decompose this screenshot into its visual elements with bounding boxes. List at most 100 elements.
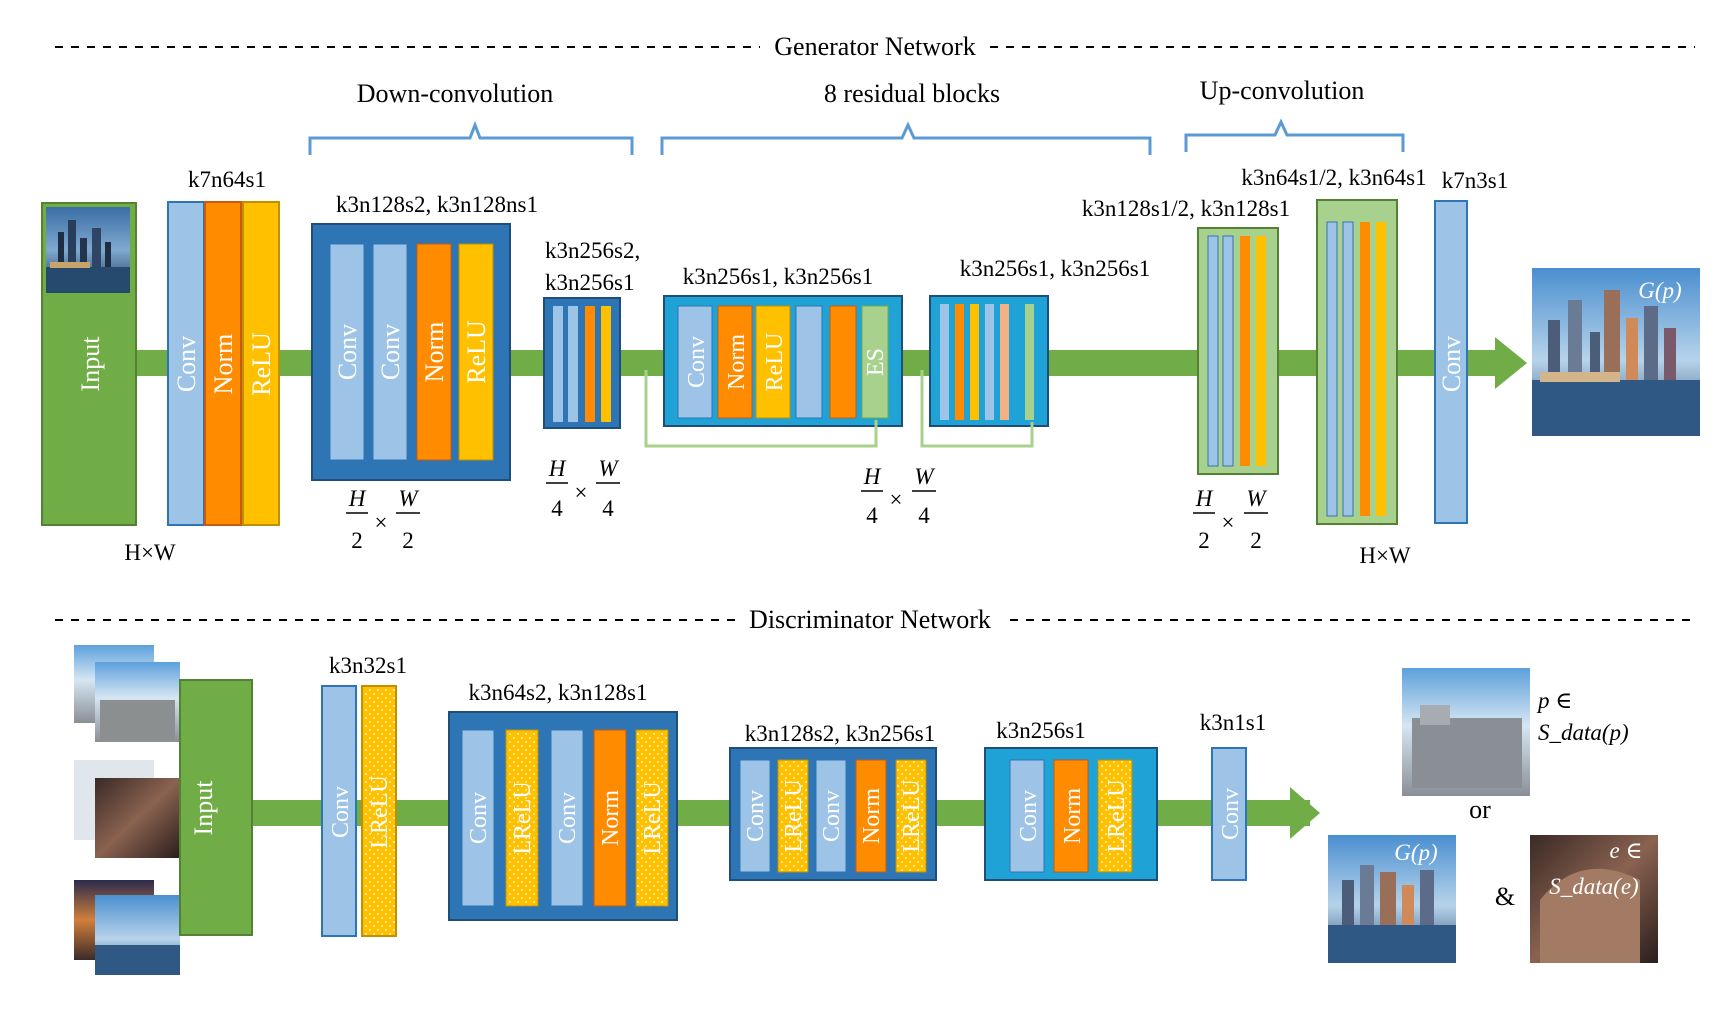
- disc-b3-conv-b: [815, 759, 847, 873]
- disc-b2-lrelu-a-label: LReLU: [510, 781, 536, 854]
- disc-b3-lrelu-b: [895, 759, 927, 873]
- gen-conv1-layer: [167, 201, 205, 526]
- disc-b3-norm-label: Norm: [859, 788, 885, 844]
- disc-lrelu1-label: LReLU: [367, 775, 393, 848]
- disc-b3-lrelu-a: [777, 759, 809, 873]
- gen-res1-es: [861, 305, 889, 419]
- gen-res2-conv-b: [985, 304, 994, 420]
- amp-text: &: [1495, 882, 1515, 911]
- p-in-label: p ∈: [1536, 688, 1572, 713]
- size-h2-w2-up: H 2 × W 2: [1193, 486, 1268, 553]
- disc-b2-norm-label: Norm: [598, 790, 624, 846]
- size-h2-w2-down: H 2 × W 2: [346, 486, 420, 553]
- gen-final-conv: [1434, 200, 1468, 524]
- svg-text:2: 2: [351, 528, 363, 553]
- gen-down2-norm: [585, 306, 595, 422]
- gen-res1-conv-b: [795, 305, 823, 419]
- spec-d1: k3n32s1: [329, 653, 407, 678]
- e-in-label: e ∈: [1610, 838, 1643, 863]
- disc-arrow-icon: [1290, 787, 1320, 839]
- gen-final-conv-label: Conv: [1437, 336, 1466, 392]
- gen-dots-b: [1112, 350, 1128, 376]
- discriminator-section: Discriminator Network Input k3n32s1 Conv…: [55, 605, 1695, 975]
- output-size: H×W: [1359, 543, 1411, 568]
- svg-text:W: W: [598, 456, 619, 481]
- disc-b4-conv: [1009, 759, 1045, 873]
- disc-b4-norm: [1053, 759, 1089, 873]
- gen-dots-a: [1075, 350, 1106, 376]
- svg-text:4: 4: [602, 496, 614, 521]
- spec-up2: k3n64s1/2, k3n64s1: [1241, 165, 1426, 190]
- disc-b2-lrelu-b-label: LReLU: [640, 781, 666, 854]
- gen-down1-conv-a-label: Conv: [333, 324, 362, 380]
- gen-up2-conv-b: [1342, 221, 1354, 517]
- brace-up-convolution: [1184, 118, 1405, 152]
- gen-res2-conv-a: [940, 304, 949, 420]
- disc-b3-conv-a: [739, 759, 771, 873]
- gen-down1-norm-label: Norm: [420, 322, 449, 383]
- gen-res1-relu-label: ReLU: [762, 333, 788, 392]
- disc-b2-norm: [593, 729, 627, 907]
- label-up-convolution: Up-convolution: [1200, 76, 1365, 105]
- disc-b2-lrelu-b: [635, 729, 669, 907]
- svg-text:×: ×: [575, 480, 588, 505]
- svg-text:4: 4: [866, 503, 878, 528]
- disc-conv1: [321, 685, 357, 937]
- output-label: G(p): [1638, 278, 1681, 303]
- disc-input-block: [179, 679, 253, 936]
- disc-b3-lrelu-a-label: LReLU: [781, 779, 807, 852]
- gen-relu1-label: ReLU: [247, 332, 276, 396]
- gen-down2-relu: [601, 306, 611, 422]
- gen-up1-conv-a: [1207, 235, 1219, 467]
- svg-text:W: W: [914, 464, 935, 489]
- gen-dots-c: [1134, 350, 1150, 376]
- disc-b2-conv-a: [461, 729, 495, 907]
- generator-input-label: Input: [76, 336, 105, 392]
- svg-text:×: ×: [1222, 510, 1235, 535]
- gen-down1-conv-b-label: Conv: [376, 324, 405, 380]
- label-residual-blocks: 8 residual blocks: [824, 79, 1000, 108]
- gen-conv1-label: Conv: [172, 336, 201, 392]
- disc-b2-conv-a-label: Conv: [466, 792, 492, 844]
- disc-b2-conv-b-label: Conv: [555, 792, 581, 844]
- generator-arrow-icon: [1495, 337, 1527, 389]
- spec-res1: k3n256s1, k3n256s1: [683, 264, 873, 289]
- spec-d4: k3n256s1: [996, 718, 1085, 743]
- svg-text:2: 2: [402, 528, 414, 553]
- gen-up2-norm: [1360, 222, 1370, 516]
- gen-res1-skip: [644, 370, 878, 448]
- svg-text:H: H: [1195, 486, 1214, 511]
- disc-b2-conv-b: [550, 729, 584, 907]
- generated-image: [1328, 835, 1456, 963]
- gen-down1-relu: [458, 243, 494, 461]
- spec-down2-a: k3n256s2,: [545, 238, 640, 263]
- disc-final-conv: [1211, 747, 1247, 881]
- gen-res2-norm-b: [1000, 304, 1009, 420]
- gen-res1-norm-b: [829, 305, 857, 419]
- spec-d3: k3n128s2, k3n256s1: [745, 721, 935, 746]
- spec-down2-b: k3n256s1: [545, 270, 634, 295]
- spec-res2: k3n256s1, k3n256s1: [960, 256, 1150, 281]
- svg-text:H: H: [348, 486, 367, 511]
- label-down-convolution: Down-convolution: [357, 79, 553, 108]
- disc-b3-conv-a-label: Conv: [743, 790, 769, 842]
- disc-b4-lrelu-label: LReLU: [1104, 779, 1130, 852]
- gen-down1-norm: [416, 243, 452, 461]
- svg-text:H: H: [863, 464, 882, 489]
- gen-norm1-layer: [204, 201, 242, 526]
- gen-up2-relu: [1376, 222, 1386, 516]
- disc-lrelu1: [361, 685, 397, 937]
- disc-b4-lrelu: [1097, 759, 1133, 873]
- spec-up1: k3n128s1/2, k3n128s1: [1082, 196, 1290, 221]
- disc-final-conv-label: Conv: [1218, 788, 1244, 840]
- svg-text:W: W: [1246, 486, 1267, 511]
- disc-b3-lrelu-b-label: LReLU: [899, 779, 925, 852]
- gen-res1-norm: [717, 305, 753, 419]
- s-data-e-label: S_data(e): [1549, 874, 1638, 899]
- brace-residual-blocks: [660, 121, 1152, 155]
- gen-up2-conv-a: [1326, 221, 1338, 517]
- gen-down1-conv-a: [329, 243, 365, 461]
- gen-relu1-layer: [242, 201, 280, 526]
- gen-up1-conv-b: [1222, 235, 1234, 467]
